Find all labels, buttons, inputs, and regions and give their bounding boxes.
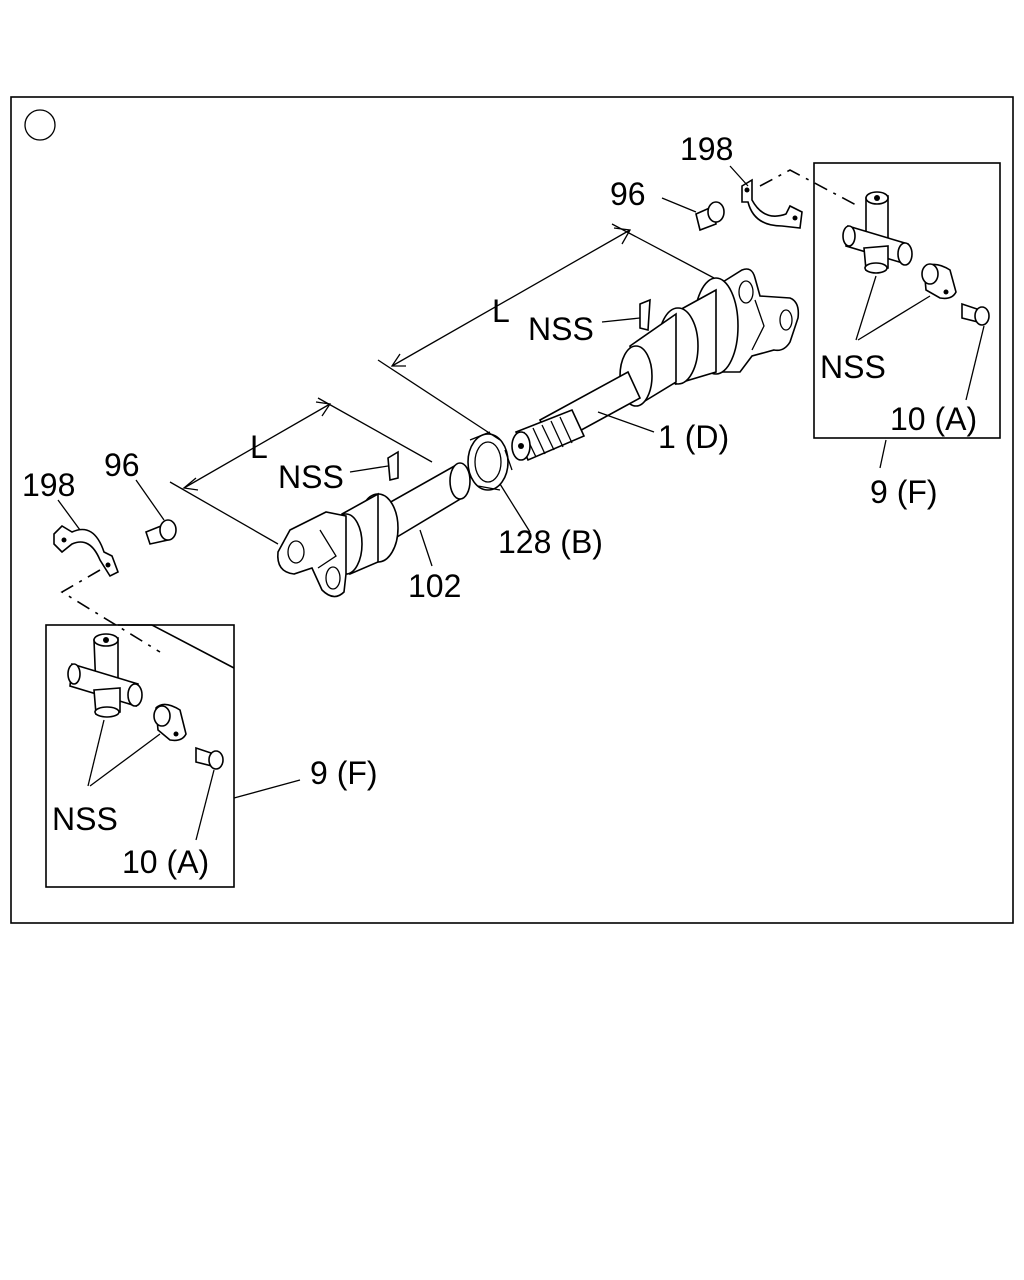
label-part-10a-right: 10 (A)	[890, 401, 977, 437]
nut-128b	[467, 431, 513, 491]
label-l-upper: L	[492, 293, 510, 329]
leader-128b	[499, 483, 531, 533]
nss-plate-upper	[601, 298, 651, 332]
bolt-96-left	[135, 479, 177, 545]
shaft-1d	[511, 268, 800, 462]
label-part-128b: 128 (B)	[498, 524, 603, 560]
bolt-10a-right	[961, 302, 990, 401]
leader-nss-left-b	[89, 733, 161, 787]
label-part-9f-right: 9 (F)	[870, 474, 938, 510]
label-l-lower: L	[250, 429, 268, 465]
leader-9f-left	[233, 779, 301, 799]
bolt-96-right	[661, 197, 725, 232]
leader-nss-right-b	[857, 295, 931, 341]
clamp-198-left	[53, 499, 120, 578]
dashed-link-left	[60, 569, 161, 653]
clamp-198-right	[729, 165, 803, 229]
label-part-96-right: 96	[610, 176, 646, 212]
label-part-1d: 1 (D)	[658, 419, 729, 455]
label-nss-left-box: NSS	[52, 801, 118, 837]
label-part-10a-left: 10 (A)	[122, 844, 209, 880]
nss-plate-lower	[349, 450, 399, 482]
leader-102	[419, 529, 433, 567]
label-nss-right-box: NSS	[820, 349, 886, 385]
label-part-96-left: 96	[104, 447, 140, 483]
leader-1d	[597, 411, 655, 433]
label-part-198-right: 198	[680, 131, 733, 167]
section-mark	[24, 109, 56, 141]
universal-joint-right	[842, 191, 913, 274]
leader-nss-right-a	[855, 275, 877, 341]
label-part-198-left: 198	[22, 467, 75, 503]
kit-box-left-notch	[118, 624, 235, 669]
universal-joint-left	[67, 633, 143, 718]
diagram-frame	[10, 96, 1014, 924]
kit-box-right	[813, 162, 1001, 439]
bolt-10a-left	[195, 746, 224, 841]
label-part-102: 102	[408, 568, 461, 604]
bearing-cap-right	[921, 263, 957, 300]
dashed-link-right	[759, 169, 859, 207]
shaft-102	[277, 462, 471, 598]
label-nss-lower-shaft: NSS	[278, 459, 344, 495]
dimension-l-upper	[377, 223, 715, 441]
label-part-9f-left: 9 (F)	[310, 755, 378, 791]
leader-nss-left-a	[87, 719, 105, 787]
bearing-cap-left	[153, 703, 187, 742]
dimension-l-lower	[169, 397, 433, 545]
label-nss-upper-shaft: NSS	[528, 311, 594, 347]
leader-9f-right	[879, 439, 887, 469]
